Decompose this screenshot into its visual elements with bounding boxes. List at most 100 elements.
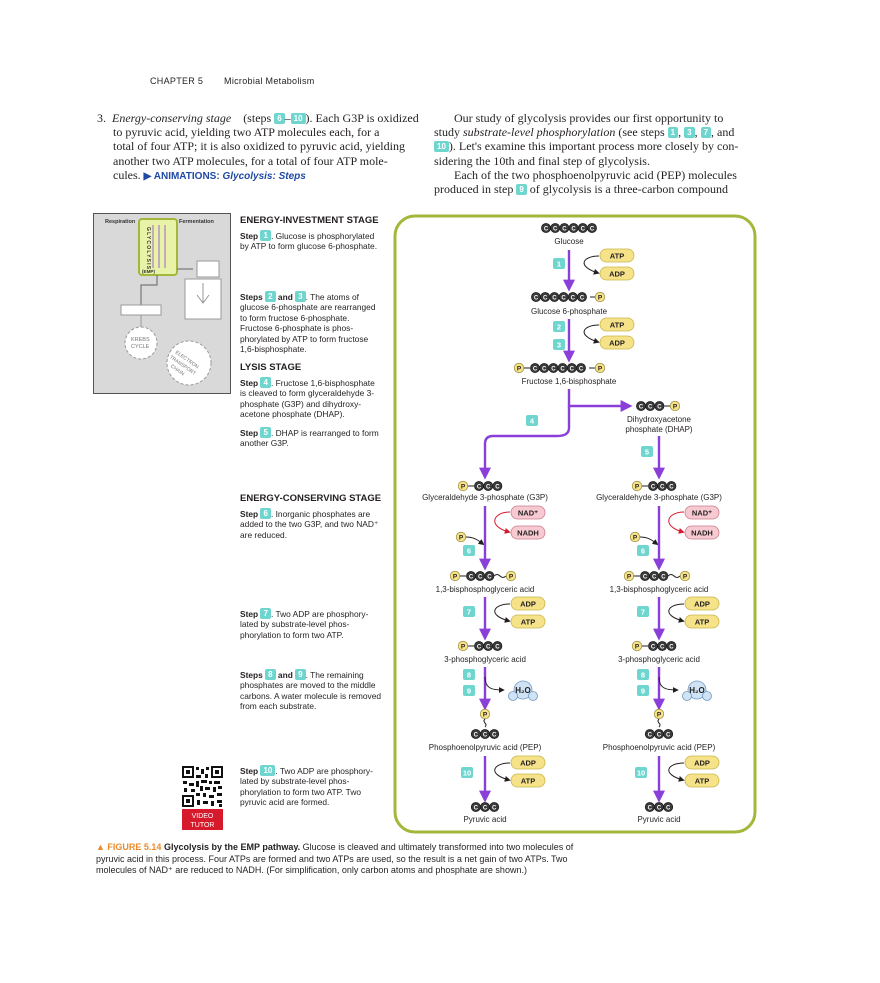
atp-pill-10-left: [510, 773, 546, 788]
carbon-label: C: [486, 484, 491, 490]
nad-reduction-right: [668, 511, 685, 534]
steps-word: Steps: [240, 292, 266, 302]
step-6-description: Step 6. Inorganic phosphates are added t…: [240, 508, 382, 540]
carbon-label: C: [570, 366, 575, 372]
carbon-label: C: [492, 732, 497, 738]
carbon-label: C: [571, 295, 576, 301]
nad-pill-right: [684, 505, 720, 520]
carbon-label: C: [648, 404, 653, 410]
carbon-atom: [587, 223, 597, 233]
step-marker-label: 7: [641, 608, 645, 617]
p2-line-2-post: of glycolysis is a three-carbon compound: [526, 182, 729, 197]
bpg-label-left: 1,3-bisphosphoglyceric acid: [436, 585, 535, 594]
phosphate-label: P: [483, 712, 488, 719]
step-10-description: Step 10. Two ADP are phosphory­lated by …: [240, 765, 382, 808]
adp-pill-10-right-label: ADP: [694, 759, 710, 768]
carbon-atom: [489, 802, 500, 812]
side-badge-9: 9: [295, 669, 306, 680]
phosphate-add-right: [639, 536, 659, 546]
phosphate-atom: [631, 640, 643, 652]
phosphate-label: P: [627, 574, 632, 581]
step-marker-10: [461, 767, 473, 778]
figure-number: ▲ FIGURE 5.14: [96, 842, 162, 852]
phosphate-atom: [679, 570, 691, 582]
step-5-text: . DHAP is rearranged to form another G3P…: [240, 428, 379, 449]
carbon-atom: [489, 729, 500, 739]
carbon-label: C: [571, 226, 576, 232]
nadh-pill-right: [684, 525, 720, 540]
step-4-text: . Fructose 1,6-bisphosphate is cleaved t…: [240, 378, 375, 420]
carbon-label: C: [552, 295, 557, 301]
carbon-label: C: [495, 484, 500, 490]
atp-pill-7-left-label: ATP: [521, 618, 535, 627]
phosphate-label: P: [461, 484, 466, 491]
side-badge-7: 7: [260, 608, 271, 619]
nadh-pill-right-label: NADH: [691, 529, 713, 538]
phosphate-atom: [479, 708, 491, 720]
adp-pill-10-left-label: ADP: [520, 759, 536, 768]
carbon-label: C: [483, 805, 488, 811]
carbon-label: C: [660, 644, 665, 650]
carbon-label: C: [669, 484, 674, 490]
steps-word: Steps: [240, 670, 266, 680]
step-marker-label: 9: [467, 687, 471, 696]
carbon-atom: [663, 802, 674, 812]
pyruvic-label-left: Pyruvic acid: [463, 815, 506, 824]
step-marker-9: [637, 685, 649, 696]
chapter-label: CHAPTER 5: [150, 76, 204, 86]
step-word: Step: [240, 609, 261, 619]
atp-pill-10-right-label: ATP: [695, 777, 709, 786]
phosphate-label: P: [517, 366, 522, 373]
phosphate-label: P: [461, 644, 466, 651]
thumb-glycolysis: GLYCOLYSIS: [145, 227, 151, 270]
atp-pill-2: [599, 317, 635, 332]
animations-link[interactable]: ▶ ANIMATIONS: Glycolysis: Steps: [144, 171, 306, 182]
phosphate-atom: [505, 570, 517, 582]
step-4-description: Step 4. Fructose 1,6-bisphosphate is cle…: [240, 377, 382, 420]
step-marker-6: [637, 545, 649, 556]
carbon-atom: [492, 641, 503, 651]
heading-lysis: LYSIS STAGE: [240, 362, 302, 373]
carbon-atom: [666, 481, 677, 491]
phosphate-atom: [594, 291, 606, 303]
carbon-label: C: [544, 226, 549, 232]
carbon-label: C: [660, 484, 665, 490]
step-1-text: . Glucose is phosphorylated by ATP to fo…: [240, 231, 378, 252]
phosphate-label: P: [459, 535, 464, 542]
phosphate-label: P: [673, 404, 678, 411]
water-hydrogen-right: [702, 691, 712, 701]
step-marker-label: 10: [463, 769, 471, 778]
high-energy-bond-right: [667, 574, 681, 578]
step-badge-10b: 10: [434, 141, 449, 153]
side-badge-6: 6: [260, 508, 271, 519]
phosphate-atom: [449, 570, 461, 582]
phosphate-atom: [455, 531, 467, 543]
g3p-label-right: Glyceraldehyde 3-phosphate (G3P): [596, 493, 722, 502]
animations-label: ▶ ANIMATIONS:: [143, 170, 220, 182]
video-label-2: TUTOR: [191, 822, 215, 829]
nadh-pill-left: [510, 525, 546, 540]
nad-pill-right-label: NAD⁺: [692, 509, 712, 518]
carbon-label: C: [648, 732, 653, 738]
step-marker-6: [463, 545, 475, 556]
carbon-label: C: [590, 226, 595, 232]
atp-transfer-2: [583, 324, 600, 344]
atp-pill-1: [599, 248, 635, 263]
thumb-krebs-1: KREBS: [131, 337, 150, 343]
step-marker-label: 10: [637, 769, 645, 778]
p1-line-1: Our study of glycolysis provides our fir…: [454, 111, 724, 125]
carbon-label: C: [487, 574, 492, 580]
pyruvic-label-right: Pyruvic acid: [637, 815, 680, 824]
video-tutor-qr[interactable]: VIDEO TUTOR: [181, 765, 224, 831]
water-label-right: H₂O: [689, 686, 705, 695]
step-4-arrow-left: [479, 406, 571, 480]
adp-pill-10-left: [510, 755, 546, 770]
adp-pill-1-label: ADP: [609, 270, 625, 279]
phosphate-label: P: [598, 366, 603, 373]
carbon-label: C: [533, 366, 538, 372]
dash: –: [284, 111, 291, 125]
water-oxygen-left: [513, 680, 533, 700]
step-7-text: . Two ADP are phosphory­lated by substra…: [240, 609, 369, 640]
water-hydrogen-right: [682, 691, 692, 701]
phosphate-atom: [457, 640, 469, 652]
